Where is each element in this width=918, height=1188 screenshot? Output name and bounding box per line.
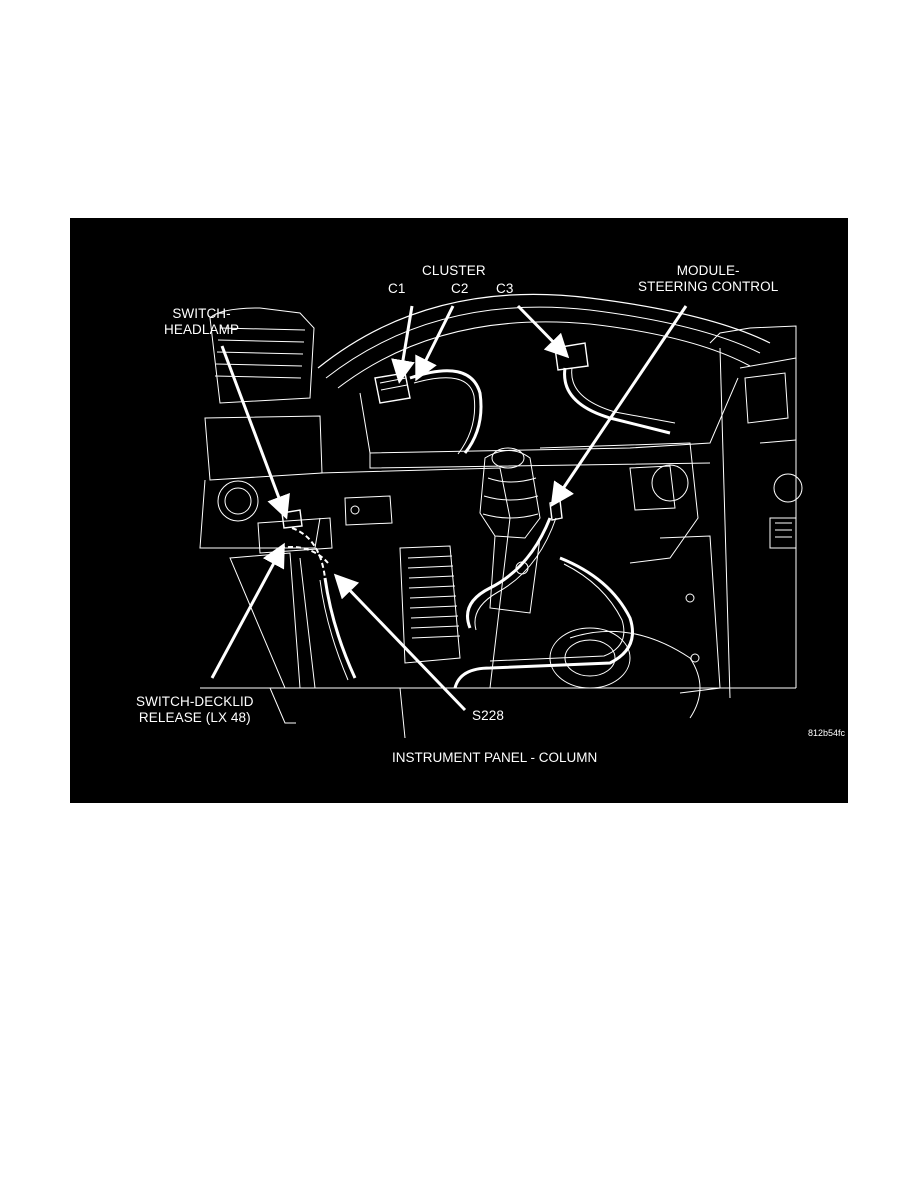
headlamp-arrow	[220, 345, 290, 520]
module-label-line2: STEERING CONTROL	[638, 279, 779, 294]
module-steering-control-label: MODULE- STEERING CONTROL	[638, 263, 778, 295]
c2-arrow	[415, 305, 455, 382]
module-label-line1: MODULE-	[676, 263, 740, 278]
c1-label: C1	[388, 281, 406, 296]
switch-decklid-release-label: SWITCH-DECKLID RELEASE (LX 48)	[136, 694, 254, 726]
callout-leader-arrows	[210, 304, 688, 712]
c1-arrow	[391, 305, 415, 384]
figure-code: 812b54fc	[808, 728, 846, 738]
decklid-arrow	[210, 542, 285, 679]
c2-label: C2	[451, 281, 469, 296]
cluster-title: CLUSTER	[422, 263, 486, 278]
c3-arrow	[516, 304, 570, 359]
instrument-panel-figure: CLUSTER C1 C2 C3 MODULE- STEERING CONTRO…	[70, 218, 848, 803]
switch-headlamp-label: SWITCH- HEADLAMP	[164, 306, 239, 338]
decklid-label-line2: RELEASE (LX 48)	[138, 710, 251, 725]
headlamp-label-line1: SWITCH-	[172, 306, 231, 321]
s228-arrow	[333, 573, 467, 712]
c3-label: C3	[496, 281, 514, 296]
s228-splice-label: S228	[472, 708, 504, 723]
figure-caption: INSTRUMENT PANEL - COLUMN	[392, 750, 598, 765]
cluster-label: CLUSTER	[422, 263, 486, 279]
decklid-label-line1: SWITCH-DECKLID	[136, 694, 254, 709]
module-arrow	[550, 305, 688, 507]
headlamp-label-line2: HEADLAMP	[164, 322, 240, 337]
